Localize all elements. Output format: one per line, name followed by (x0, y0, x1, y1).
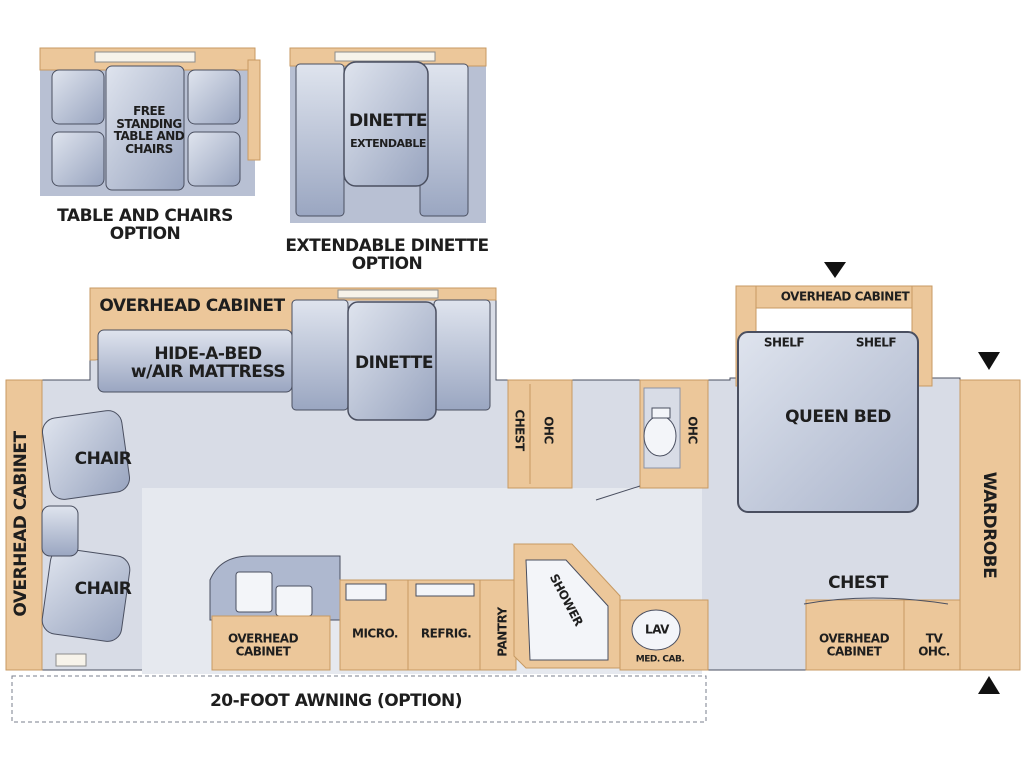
overhead-cabinet-left-label: OVERHEAD CABINET (11, 431, 32, 617)
shelf-right-label: SHELF (855, 335, 897, 350)
pantry-shape (479, 579, 517, 671)
side-table (41, 505, 79, 557)
top-window (337, 289, 439, 299)
bench-shape (295, 63, 345, 217)
refrig-label: REFRIG. (420, 626, 472, 641)
micro-label: MICRO. (352, 626, 398, 641)
option-window (334, 51, 436, 62)
shelf-left-label: SHELF (763, 335, 805, 350)
arrow-down-icon (824, 262, 846, 278)
kitchen-cabinet (211, 615, 331, 671)
chest-outline (803, 597, 949, 605)
chest-bed-label: CHEST (828, 573, 888, 594)
overhead-cabinet-top-label: OVERHEAD CABINET (99, 296, 285, 317)
door-swing (595, 485, 641, 501)
option-wall (247, 59, 261, 161)
dinette-label: DINETTE (355, 353, 433, 374)
sink-shape (235, 571, 273, 613)
bench-shape (433, 299, 491, 411)
option-dinette-label: DINETTE (349, 111, 427, 132)
med-cab-label: MED. CAB. (635, 654, 685, 665)
extendable-dinette-option (289, 47, 487, 223)
overhead-cabinet-bed-label: OVERHEAD CABINET (780, 289, 910, 304)
awning-label: 20-FOOT AWNING (OPTION) (209, 691, 463, 712)
queen-bed-label: QUEEN BED (785, 407, 891, 428)
toilet-tank (651, 407, 671, 419)
toilet-shape (643, 415, 677, 457)
queen-bed-shape (737, 331, 919, 513)
chair-shape (187, 131, 241, 187)
chair-shape (41, 410, 131, 500)
arrow-down-icon (978, 352, 1000, 370)
ohc-bath-label: OHC (685, 416, 700, 444)
chair-shape (41, 548, 131, 642)
tv-cabinet (903, 599, 961, 671)
chair-shape (51, 69, 105, 125)
chair-shape (187, 69, 241, 125)
wardrobe-shape (959, 379, 1021, 671)
sink-shape (275, 585, 313, 617)
refrig-top (415, 583, 475, 597)
main-floorplan (5, 262, 1021, 723)
mid-chest (507, 379, 573, 489)
arrow-up-icon (978, 676, 1000, 694)
dinette-table (343, 61, 429, 187)
chair-label-1: CHAIR (74, 449, 132, 470)
wardrobe-label: WARDROBE (978, 471, 999, 579)
shower-pan (525, 559, 609, 661)
option-window (94, 51, 196, 63)
chair-shape (51, 131, 105, 187)
entry-step (55, 653, 87, 667)
free-table (105, 65, 185, 191)
lav-label: LAV (645, 622, 669, 637)
lav-sink (631, 609, 681, 651)
table-chairs-option (39, 47, 261, 196)
stove-shape (345, 583, 387, 601)
chair-label-2: CHAIR (74, 579, 132, 600)
kitchen-counter (209, 555, 341, 621)
pantry-label: PANTRY (495, 607, 510, 657)
ohc-mid-label: OHC (541, 416, 556, 444)
awning-outline (11, 675, 707, 723)
option-extendable-label: EXTENDABLE (350, 137, 426, 151)
chest-mid-label: CHEST (512, 409, 527, 451)
dinette-table (347, 301, 437, 421)
bench-shape (291, 299, 349, 411)
left-cabinet (5, 379, 43, 671)
